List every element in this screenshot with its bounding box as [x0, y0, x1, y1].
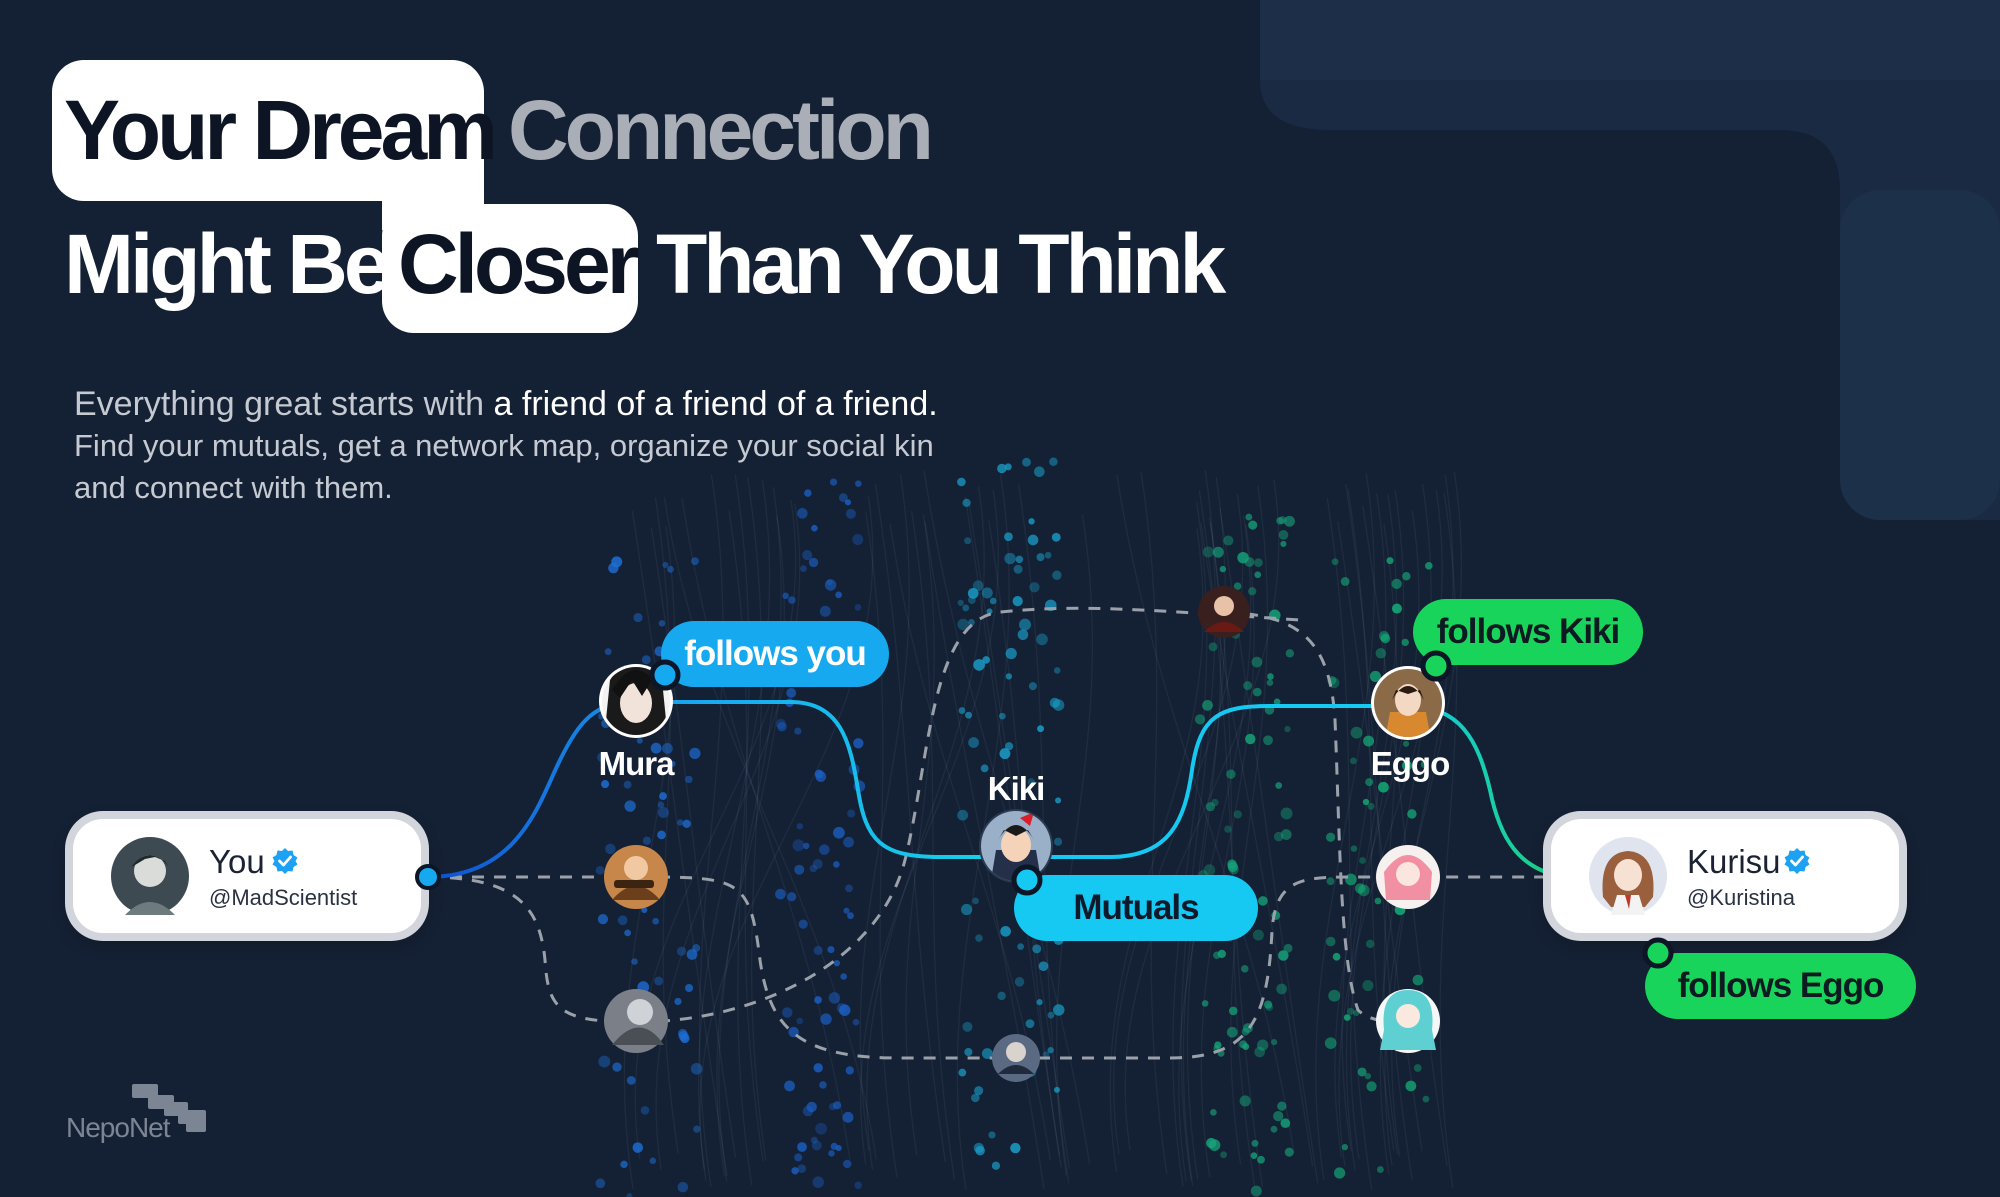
subtitle-highlight: a friend of a friend of a friend.	[493, 385, 938, 423]
node-bottom-avatar[interactable]	[992, 1034, 1040, 1082]
you-profile-card[interactable]: You @MadScientist	[73, 819, 421, 933]
verified-badge-icon	[272, 848, 298, 874]
neponet-logo-mark	[132, 1084, 206, 1132]
node-guitar-avatar[interactable]	[604, 845, 668, 909]
mutuals-pill: Mutuals	[1014, 875, 1258, 941]
follows-kiki-pill: follows Kiki	[1413, 599, 1643, 665]
node-label-eggo: Eggo	[1370, 745, 1450, 782]
headline-might-be: Might Be	[64, 217, 391, 311]
path-kiki-eggo	[1016, 704, 1408, 859]
you-handle: @MadScientist	[209, 885, 358, 910]
follows-eggo-pill: follows Eggo	[1645, 953, 1916, 1019]
subtitle-line-3: and connect with them.	[74, 470, 393, 505]
verified-badge-icon	[1784, 848, 1810, 874]
dashed-connections	[427, 606, 1550, 1060]
kurisu-handle: @Kuristina	[1687, 885, 1795, 910]
subtitle: Everything great starts with a friend of…	[74, 383, 1074, 509]
kurisu-profile-card[interactable]: Kurisu @Kuristina	[1551, 819, 1899, 933]
kurisu-avatar	[1589, 837, 1667, 915]
headline-connection: Connection	[508, 83, 934, 177]
decorative-blocks	[1000, 0, 2000, 520]
node-label-kiki: Kiki	[987, 770, 1046, 807]
follows-you-pill: follows you	[661, 621, 889, 687]
network-flow-lines	[623, 470, 1463, 1190]
you-name: You	[209, 843, 265, 880]
node-top-avatar[interactable]	[1198, 586, 1250, 638]
headline-than-you-think: Than You Think	[656, 217, 1226, 311]
path-eggo-kurisu	[1407, 704, 1561, 878]
node-pink-avatar[interactable]	[1376, 845, 1440, 909]
headline-highlight-joint	[382, 150, 484, 230]
node-teal-avatar[interactable]	[1376, 989, 1440, 1053]
neponet-logo-text: NepoNet	[66, 1112, 171, 1143]
you-avatar	[111, 837, 189, 915]
node-label-mura: Mura	[598, 745, 675, 782]
subtitle-line-2: Find your mutuals, get a network map, or…	[74, 428, 934, 463]
kurisu-name: Kurisu	[1687, 843, 1781, 880]
subtitle-line-1: Everything great starts with	[74, 385, 494, 423]
node-grey-avatar[interactable]	[604, 989, 668, 1053]
headline-closer: Closer	[398, 217, 639, 311]
headline-your-dream: Your Dream	[64, 83, 498, 177]
